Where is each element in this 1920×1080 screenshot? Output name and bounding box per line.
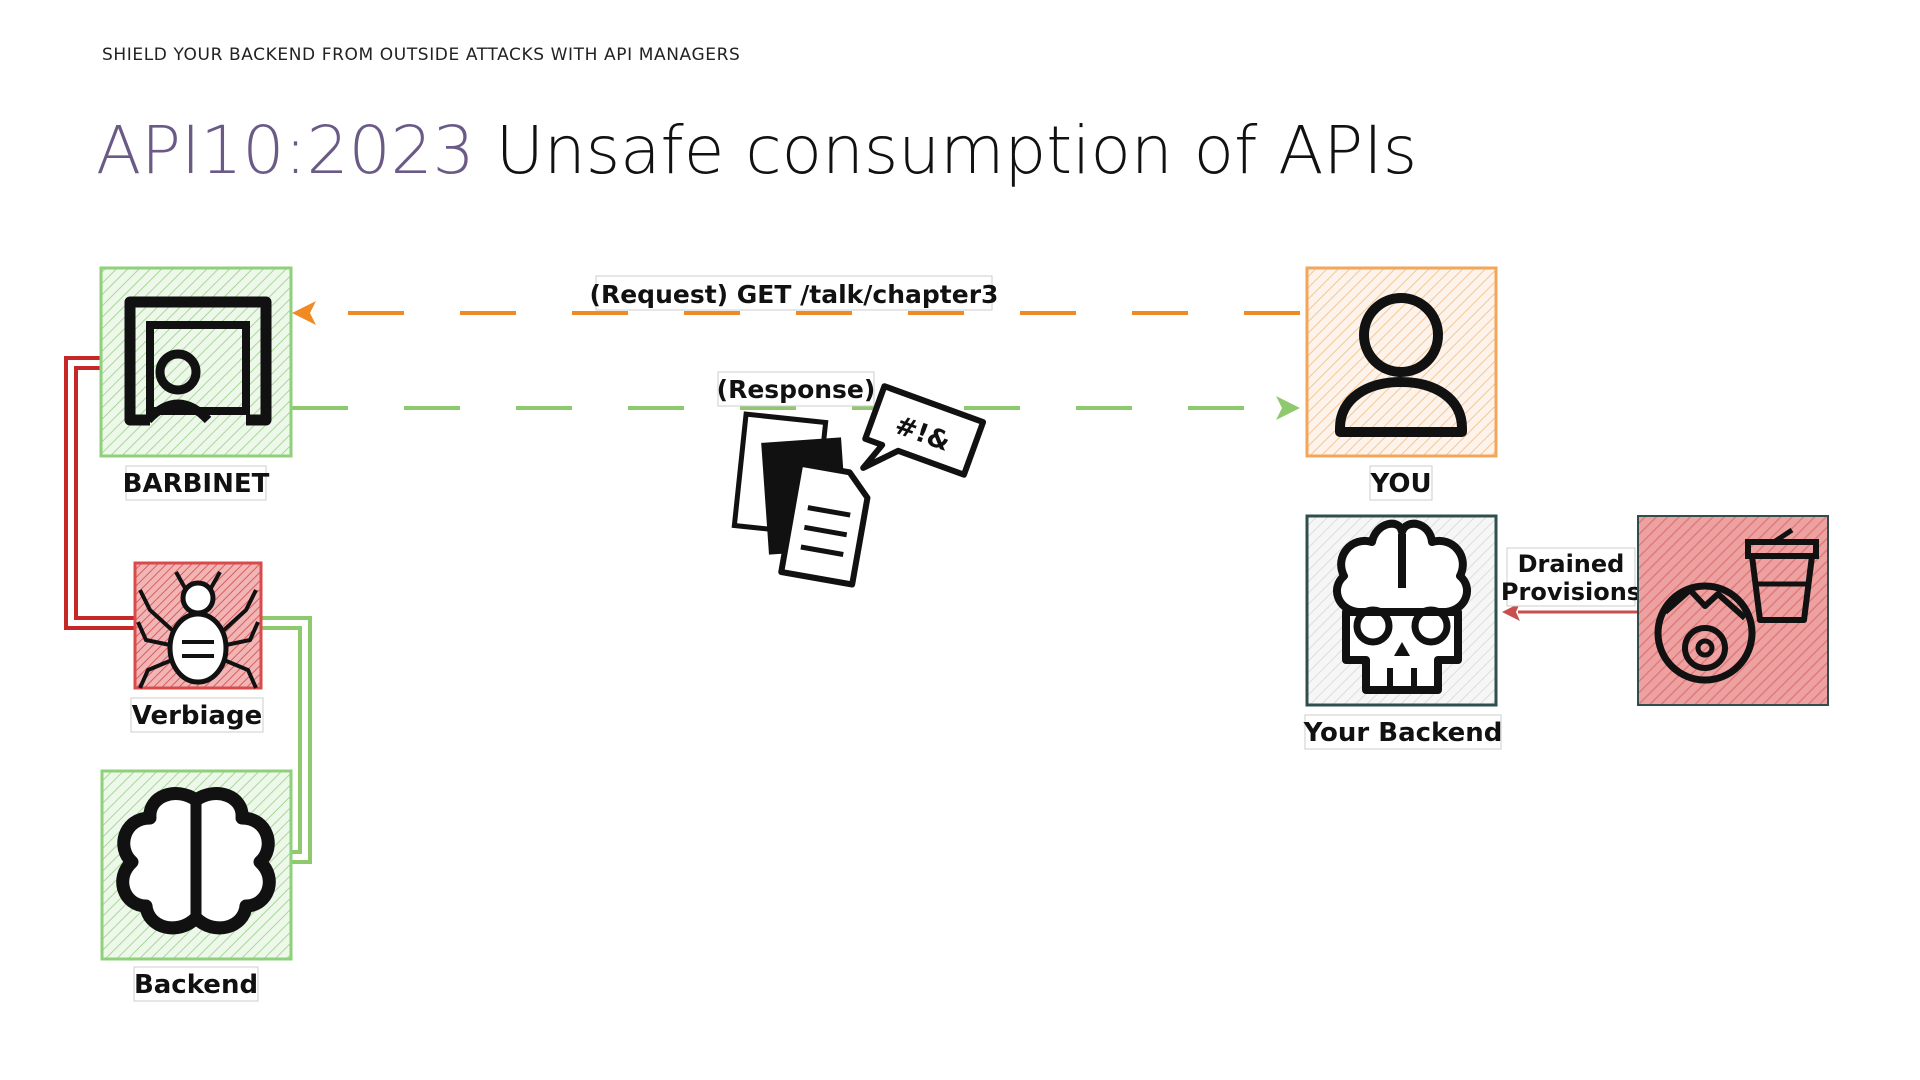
verbiage-node: Verbiage [130,561,264,733]
presenter-screen-icon [124,296,272,426]
response-label: (Response) [717,375,876,404]
your-backend-node: Your Backend [1303,514,1503,750]
documents-icon [731,411,871,588]
title-code: API10:2023 [96,112,475,189]
title-text: Unsafe consumption of APIs [495,112,1418,189]
slide-kicker: SHIELD YOUR BACKEND FROM OUTSIDE ATTACKS… [102,45,741,65]
request-label: (Request) GET /talk/chapter3 [590,280,999,309]
request-edge: (Request) GET /talk/chapter3 [292,275,1300,325]
response-arrowhead [1276,396,1300,420]
request-arrowhead [292,301,316,325]
provisions-node [1637,515,1829,706]
spider-icon [136,571,260,689]
barbinet-node: BARBINET [99,266,293,501]
drained-arrowhead [1502,603,1520,621]
verbiage-backend-connector [260,616,312,864]
verbiage-label: Verbiage [132,701,262,731]
curse-speech-bubble-icon: #!& [860,383,987,478]
drained-label-line2: Provisions [1501,578,1641,606]
your-backend-label: Your Backend [1303,718,1503,748]
drained-provisions-edge: Drained Provisions [1501,547,1641,621]
you-label: YOU [1369,469,1431,499]
coffee-cup-donut-icon [1654,527,1819,684]
slide-title: API10:2023 Unsafe consumption of APIs [96,112,1417,189]
barbinet-verbiage-connector [64,356,136,630]
backend-label: Backend [134,970,258,1000]
you-node: YOU [1305,266,1498,501]
response-edge: (Response) [292,371,1300,420]
brain-icon [116,787,276,935]
skull-brain-icon [1333,519,1471,694]
barbinet-label: BARBINET [123,469,270,499]
drained-label-line1: Drained [1518,550,1625,578]
user-icon [1335,293,1467,437]
backend-node: Backend [100,769,293,1002]
